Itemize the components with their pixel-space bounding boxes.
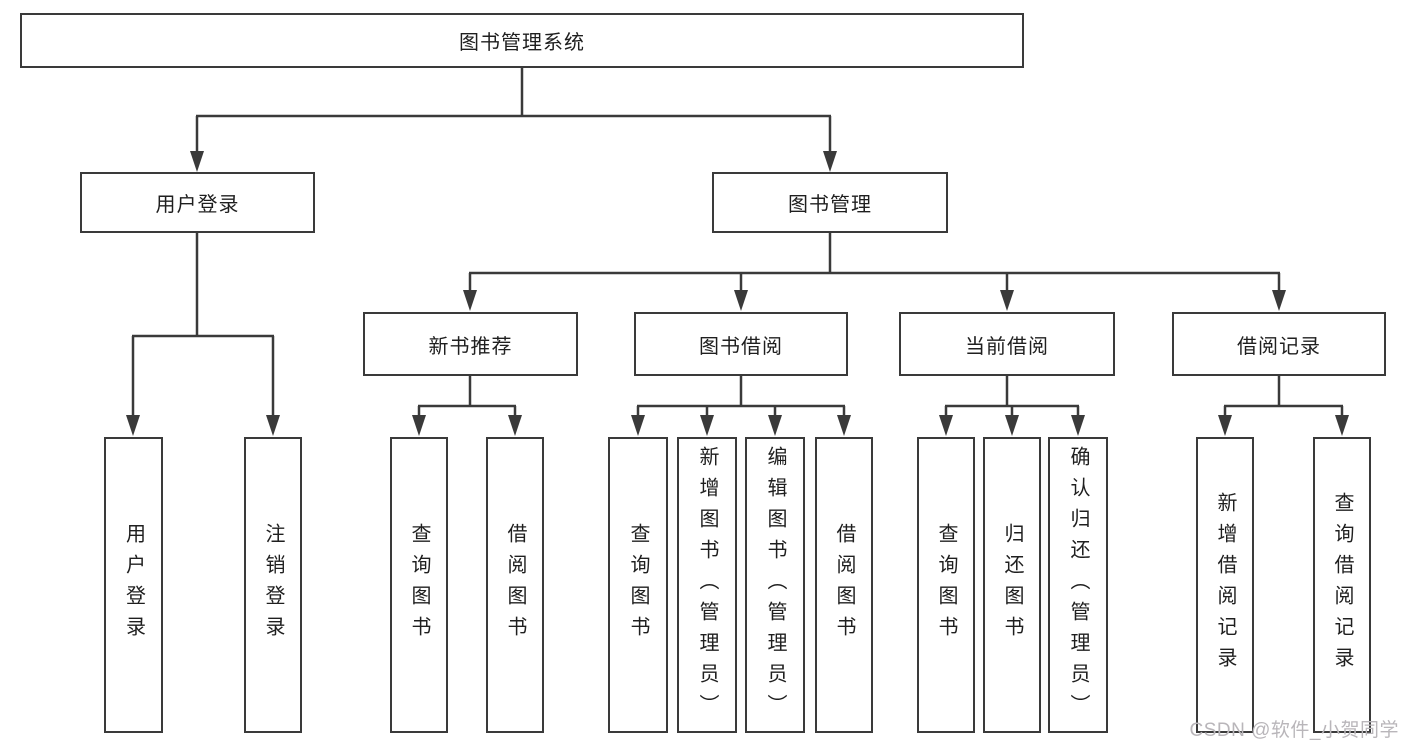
node-label: 借阅记录	[1237, 335, 1321, 358]
node-library-management-system: 图书管理系统	[20, 13, 1024, 68]
node-label: 查询图书	[627, 523, 649, 647]
node-query-books-borrowing: 查询图书	[608, 437, 668, 733]
node-label: 图书借阅	[699, 335, 783, 358]
node-borrow-books-borrowing: 借阅图书	[815, 437, 873, 733]
node-borrowing-records: 借阅记录	[1172, 312, 1386, 376]
node-confirm-return-admin: 确认归还（管理员）	[1048, 437, 1108, 733]
node-label: 归还图书	[1001, 523, 1023, 647]
node-label: 新增借阅记录	[1214, 492, 1236, 678]
node-user-login-action: 用户登录	[104, 437, 163, 733]
node-label: 新书推荐	[428, 335, 513, 358]
node-logout-action: 注销登录	[244, 437, 302, 733]
node-label: 当前借阅	[965, 335, 1049, 358]
node-label: 用户登录	[155, 194, 240, 216]
node-label: 图书管理系统	[459, 32, 585, 54]
node-user-login: 用户登录	[80, 172, 315, 233]
node-edit-books-admin: 编辑图书（管理员）	[745, 437, 805, 733]
node-query-borrow-record: 查询借阅记录	[1313, 437, 1371, 733]
node-label: 查询图书	[935, 523, 957, 647]
node-book-borrowing: 图书借阅	[634, 312, 848, 376]
node-label: 新增图书（管理员）	[696, 445, 718, 725]
node-current-borrowing: 当前借阅	[899, 312, 1115, 376]
node-label: 确认归还（管理员）	[1067, 445, 1089, 725]
node-add-borrow-record: 新增借阅记录	[1196, 437, 1254, 733]
node-query-books-recommend: 查询图书	[390, 437, 448, 733]
node-return-books: 归还图书	[983, 437, 1041, 733]
node-label: 借阅图书	[833, 523, 855, 647]
node-query-books-current: 查询图书	[917, 437, 975, 733]
node-label: 注销登录	[262, 523, 284, 647]
node-add-books-admin: 新增图书（管理员）	[677, 437, 737, 733]
node-label: 借阅图书	[504, 523, 526, 647]
node-label: 图书管理	[788, 194, 872, 216]
node-label: 查询图书	[408, 523, 430, 647]
node-label: 用户登录	[122, 523, 145, 647]
csdn-watermark: CSDN @软件_小贺同学	[1189, 720, 1399, 741]
node-label: 编辑图书（管理员）	[764, 445, 786, 725]
node-new-book-recommendation: 新书推荐	[363, 312, 578, 376]
node-label: 查询借阅记录	[1331, 492, 1353, 678]
node-borrow-books-recommend: 借阅图书	[486, 437, 544, 733]
node-book-management: 图书管理	[712, 172, 948, 233]
